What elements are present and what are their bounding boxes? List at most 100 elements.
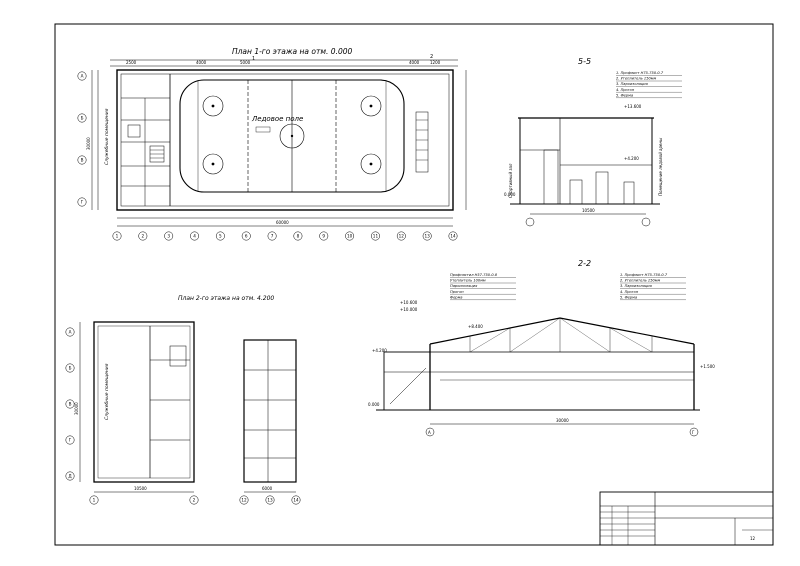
- sec55-level-1: +13.600: [624, 104, 642, 109]
- title-block: 12: [599, 491, 774, 546]
- grid-axis-9-label: 9: [322, 234, 325, 239]
- sec22-note-left-4: Ферма: [450, 295, 463, 299]
- plan2-axis-right-12: 12: [239, 495, 249, 505]
- sec55-level-2: +4.200: [624, 156, 639, 161]
- grid-row-1-label: Б: [81, 116, 84, 121]
- grid-axis-12-label: 12: [399, 234, 405, 239]
- sec22-note-left-0: Профнастил Н57-750-0.8: [450, 273, 498, 277]
- grid-axis-8-label: 8: [297, 234, 300, 239]
- sec22-level-2: +10.000: [400, 307, 418, 312]
- grid-row-0: А: [77, 71, 87, 81]
- plan2-row-0: А: [65, 327, 75, 337]
- plan2-axis-right-12-label: 12: [241, 498, 247, 503]
- grid-axis-8: 8: [293, 231, 303, 241]
- plan2-axis-left-1-label: 1: [93, 498, 96, 503]
- sec22-note-right-4: 5. Ферма: [620, 295, 637, 299]
- plan2-row-4-label: Д: [68, 474, 72, 479]
- grid-axis-1-label: 1: [116, 234, 119, 239]
- plan2-axis-right-14: 14: [291, 495, 301, 505]
- section-5-5-layer-notes: 1. Профлист Н75-750-0.72. Утеплитель 150…: [616, 71, 682, 98]
- plan2-axis-right-13: 13: [265, 495, 275, 505]
- grid-axis-3: 3: [164, 231, 174, 241]
- plan-1-title: План 1-го этажа на отм. 0.000: [232, 47, 352, 56]
- grid-axis-4: 4: [190, 231, 199, 241]
- sec22-level-3: +8.400: [468, 324, 483, 329]
- grid-row-3-label: Г: [81, 200, 84, 205]
- plan-2-dim-b: 6000: [262, 486, 273, 491]
- grid-axis-2-label: 2: [142, 234, 145, 239]
- sec22-note-left-2: Пароизоляция: [450, 284, 478, 288]
- grid-axis-6-label: 6: [245, 234, 248, 239]
- plan2-row-1-label: Б: [69, 366, 72, 371]
- grid-axis-13-label: 13: [424, 234, 430, 239]
- sec22-note-left-3: Прогон: [450, 290, 464, 294]
- plan2-axis-right-14-label: 14: [293, 498, 299, 503]
- ice-rink: Ледовое поле: [179, 79, 405, 193]
- grid-axis-11-label: 11: [373, 234, 379, 239]
- grid-axis-13: 13: [422, 231, 432, 241]
- plan2-row-4: Д: [65, 471, 75, 481]
- grid-row-3: Г: [77, 197, 87, 207]
- section-2-2-notes-right: 1. Профлист Н75-750-0.72. Утеплитель 150…: [620, 273, 686, 300]
- plan2-axis-left-2-label: 2: [193, 498, 196, 503]
- plan-1-dim-total: 60000: [276, 220, 289, 225]
- grid-axis-7-label: 7: [271, 234, 274, 239]
- plan-1-dim-4: 2500: [126, 60, 137, 65]
- grid-axis-7: 7: [267, 231, 277, 241]
- grid-row-2-label: В: [81, 158, 84, 163]
- sec55-layer-4: 5. Ферма: [616, 93, 633, 97]
- sec22-level-5: +1.500: [700, 364, 715, 369]
- sec55-layer-3: 4. Прогон: [616, 88, 635, 92]
- plan2-row-0-label: А: [69, 330, 72, 335]
- sec22-grid-a: А: [428, 430, 431, 435]
- plan-1-dim-2: 5000: [240, 60, 251, 65]
- sec22-level-1: +10.600: [400, 300, 418, 305]
- plan2-axis-right-13-label: 13: [267, 498, 273, 503]
- sec55-level-3: 0.000: [504, 192, 516, 197]
- grid-axis-6: 6: [241, 231, 251, 241]
- plan2-row-2-label: В: [69, 402, 72, 407]
- grid-axis-4-label: 4: [193, 234, 196, 239]
- plan-1-outline: [116, 69, 454, 211]
- grid-row-0-label: А: [81, 74, 84, 79]
- plan-1-grid-rows: А Б В Г: [77, 71, 87, 207]
- sec22-note-right-1: 2. Утеплитель 150мм: [620, 279, 660, 283]
- grid-row-2: В: [77, 155, 87, 165]
- sec22-level-6: 0.000: [368, 402, 380, 407]
- plan2-axis-left-1: 1: [89, 495, 99, 505]
- plan-1-dim-3: 1200: [430, 60, 441, 65]
- sheet-frame: [54, 23, 774, 546]
- plan2-row-3: Г: [65, 435, 75, 445]
- grid-axis-10: 10: [345, 231, 355, 241]
- grid-axis-2: 2: [138, 231, 148, 241]
- section-5-5-title: 5-5: [578, 57, 591, 66]
- sec22-level-4: +4.200: [372, 348, 387, 353]
- grid-axis-11: 11: [371, 231, 380, 241]
- plan-2-room-label: Служебные помещения: [104, 363, 110, 420]
- grid-axis-5-label: 5: [219, 234, 222, 239]
- grid-row-1: Б: [77, 113, 87, 123]
- plan-1: План 1-го этажа на отм. 0.000 4000 4000 …: [77, 47, 467, 241]
- plan-2-dim-a: 10500: [134, 486, 147, 491]
- plan-2-dim-c: 30000: [74, 402, 79, 415]
- sec22-note-right-2: 3. Пароизоляция: [620, 284, 653, 288]
- section-2-2-title: 2-2: [578, 259, 591, 268]
- plan2-row-2: В: [65, 399, 75, 409]
- grid-axis-14-label: 14: [450, 234, 456, 239]
- plan2-row-1: Б: [65, 363, 75, 373]
- plan-1-dim-left: 4000: [196, 60, 207, 65]
- sec22-note-left-1: Утеплитель 100мм: [450, 279, 486, 283]
- sec22-note-right-3: 4. Прогон: [620, 290, 639, 294]
- sec22-dim: 30000: [556, 418, 569, 423]
- sec55-layer-2: 3. Пароизоляция: [616, 82, 649, 86]
- grid-axis-10-label: 10: [347, 234, 353, 239]
- sec55-left-label: Спортивный зал: [508, 163, 513, 198]
- rink-label: Ледовое поле: [251, 115, 303, 123]
- grid-axis-12: 12: [396, 231, 406, 241]
- plan2-axis-left-2: 2: [189, 495, 199, 505]
- grid-axis-1: 1: [112, 231, 122, 241]
